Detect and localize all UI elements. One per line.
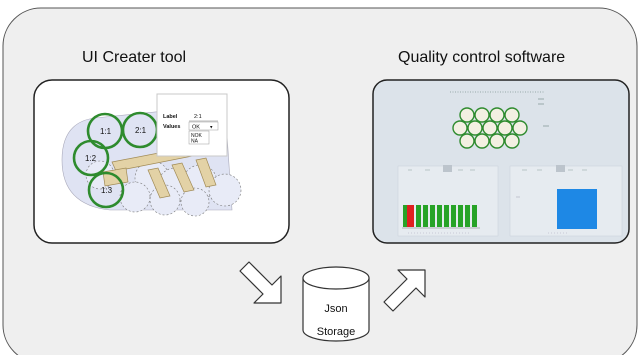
json-storage-cylinder [302,266,370,342]
node-1-3 [87,171,125,209]
popup-values-select[interactable] [188,121,219,131]
qc-heatmap-tab [556,165,565,172]
node-label-1-3: 1:3 [101,186,113,195]
node-label-1-2: 1:2 [85,154,97,163]
arrow-up-right-icon [383,269,426,312]
node-1-2 [72,139,110,177]
ui-creator-canvas: 1:1 2:1 1:2 1:3 Label 2:1 Values OK ▾ NO… [61,93,242,217]
qc-screen-contents [397,91,623,237]
node-label-1-1: 1:1 [100,127,112,136]
popup-option-nok[interactable]: NOK [191,133,203,139]
popup-option-na[interactable]: NA [191,139,199,145]
popup-options-list [188,130,210,145]
arrow-down-right-icon [239,261,282,304]
node-label-2-1: 2:1 [135,126,147,135]
storage-label-line2: Storage [317,326,356,338]
qc-heatmap-cell [557,189,597,229]
right-panel-title: Quality control software [398,49,565,66]
storage-label-line1: Json [324,303,347,315]
chevron-down-icon: ▾ [210,125,213,131]
qc-bar-chart-tab [443,165,452,172]
popup-label-key: Label [163,114,178,120]
popup-selected-value: OK [192,125,200,131]
popup-label-value: 2:1 [194,114,202,120]
popup-values-key: Values [163,124,180,130]
left-panel-title: UI Creater tool [82,49,186,66]
